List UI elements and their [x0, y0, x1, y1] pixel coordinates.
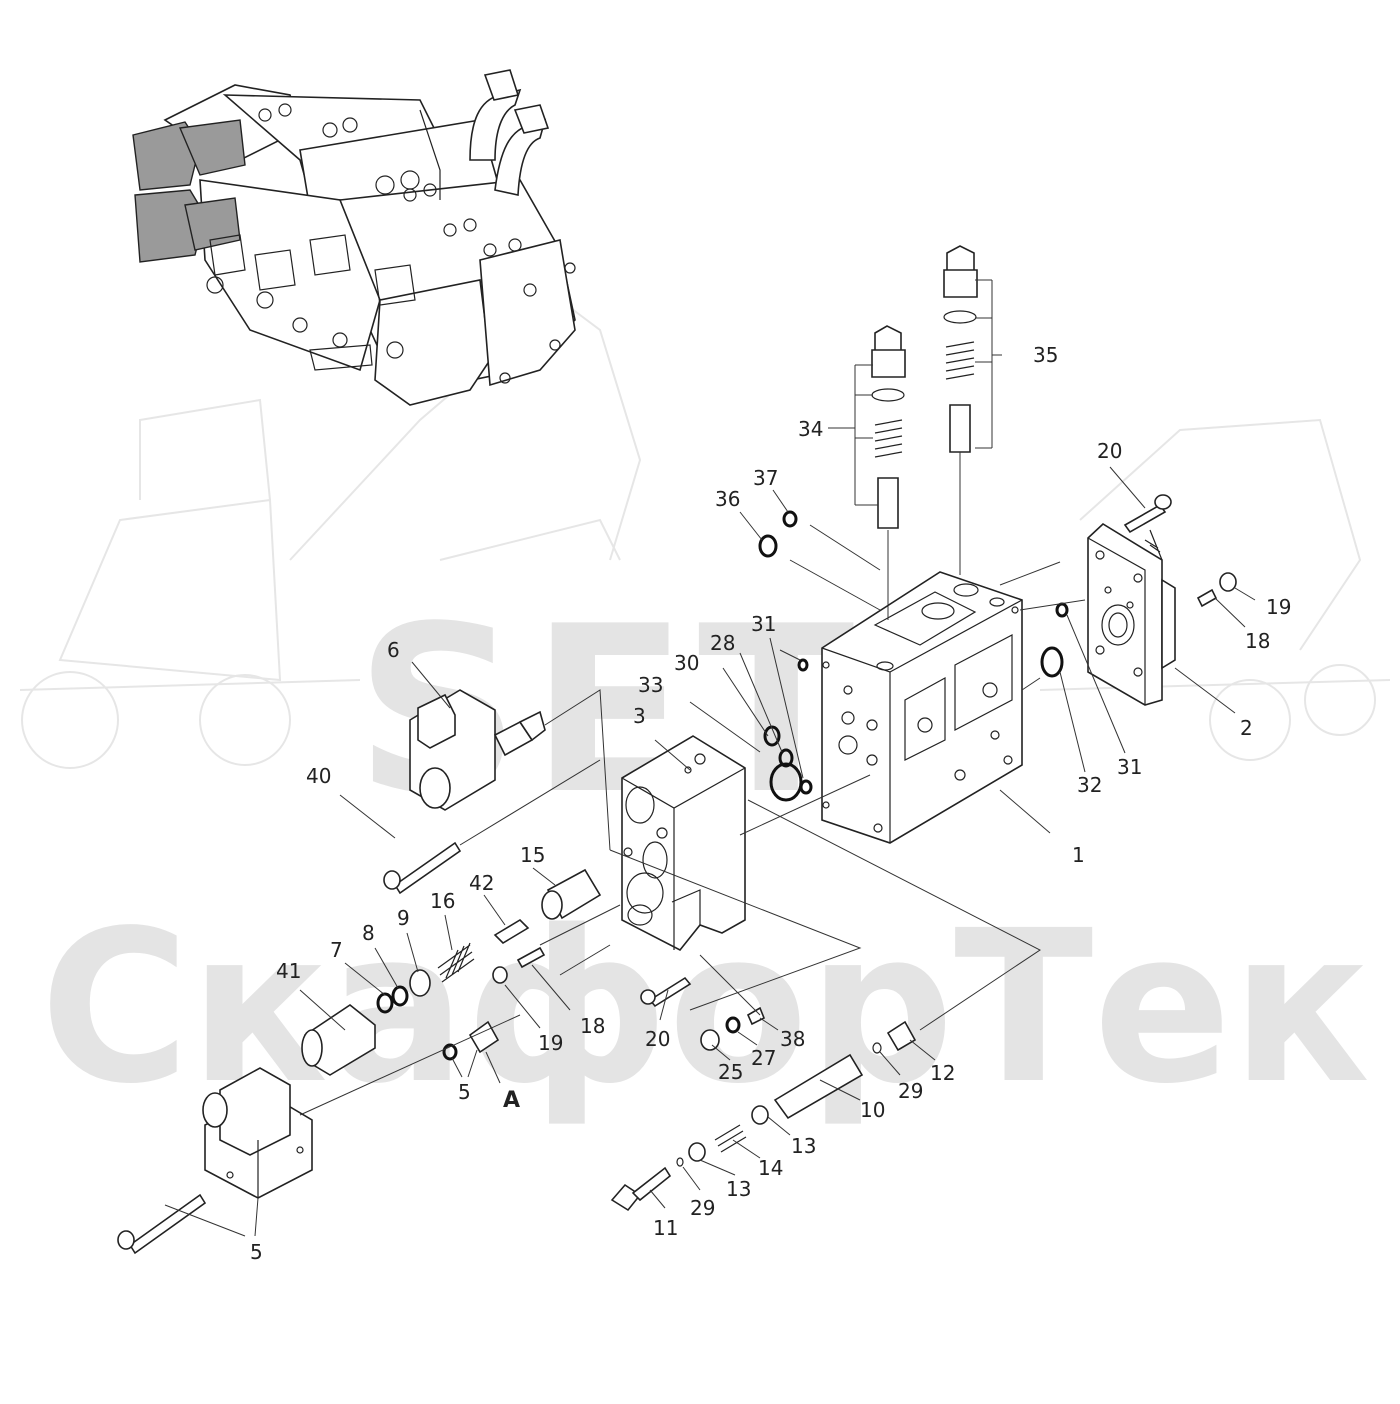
watermark: SET СкафорТек [19, 298, 1391, 1130]
callout-29-lower: 29 [690, 1196, 715, 1220]
callout-33: 33 [638, 673, 663, 697]
callout-30: 30 [674, 651, 699, 675]
valve-bank-overview [132, 69, 576, 406]
callout-40: 40 [306, 764, 331, 788]
callout-25: 25 [718, 1060, 743, 1084]
callout-1: 1 [1072, 843, 1085, 867]
callout-13-lower: 13 [726, 1177, 751, 1201]
relief-valve-stacks [758, 245, 978, 558]
callout-7: 7 [330, 938, 343, 962]
callout-29: 29 [898, 1079, 923, 1103]
callout-9: 9 [397, 906, 410, 930]
callout-36: 36 [715, 487, 740, 511]
callout-11: 11 [653, 1216, 678, 1240]
callout-14: 14 [758, 1156, 783, 1180]
callout-8: 8 [362, 921, 375, 945]
small-parts [301, 572, 1237, 1167]
callout-5-bottom: 5 [250, 1240, 263, 1264]
watermark-vehicle-outline [19, 298, 1391, 769]
callout-37: 37 [753, 466, 778, 490]
bolts [117, 494, 1172, 1255]
callout-10: 10 [860, 1098, 885, 1122]
callout-20-top: 20 [1097, 439, 1122, 463]
callout-12: 12 [930, 1061, 955, 1085]
callout-19-right: 19 [1266, 595, 1291, 619]
callout-38: 38 [780, 1027, 805, 1051]
callout-3: 3 [633, 704, 646, 728]
callout-28: 28 [710, 631, 735, 655]
leader-lines [164, 279, 1256, 1237]
callout-labels: 1 2 3 5 5 6 7 8 9 10 11 12 13 13 14 15 1… [250, 343, 1291, 1264]
callout-A: A [503, 1088, 520, 1113]
callout-32: 32 [1077, 773, 1102, 797]
callout-27: 27 [751, 1046, 776, 1070]
callout-16: 16 [430, 889, 455, 913]
callout-13: 13 [791, 1134, 816, 1158]
callout-19: 19 [538, 1031, 563, 1055]
callout-18-right: 18 [1245, 629, 1270, 653]
callout-20: 20 [645, 1027, 670, 1051]
callout-35: 35 [1033, 343, 1058, 367]
solenoid-coil-bottom [202, 1067, 313, 1199]
callout-41: 41 [276, 959, 301, 983]
callout-5: 5 [458, 1080, 471, 1104]
callout-15: 15 [520, 843, 545, 867]
part-6-solenoid [409, 689, 546, 811]
callout-34: 34 [798, 417, 823, 441]
part-3-section-body [621, 735, 746, 952]
part-2-end-cover [1087, 523, 1176, 706]
callout-31-right: 31 [1117, 755, 1142, 779]
callout-31: 31 [751, 612, 776, 636]
callout-6: 6 [387, 638, 400, 662]
callout-18: 18 [580, 1014, 605, 1038]
part-1-main-body [821, 571, 1023, 844]
callout-42: 42 [469, 871, 494, 895]
callout-2: 2 [1240, 716, 1253, 740]
middle-o-rings [763, 658, 813, 802]
